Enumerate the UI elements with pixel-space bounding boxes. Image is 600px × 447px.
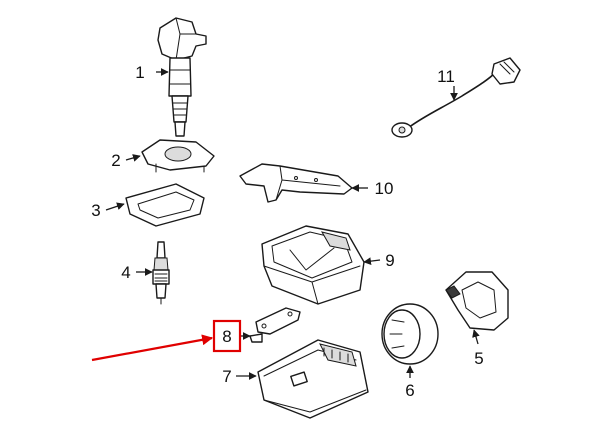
highlight-arrow: [91, 334, 214, 362]
small-bracket: [249, 307, 301, 343]
gasket: [125, 183, 205, 227]
callout-5: 5: [474, 349, 483, 368]
coil-plate: [141, 139, 215, 173]
ecu-module: [261, 225, 365, 305]
ignition-coil: [157, 17, 207, 137]
bracket: [239, 163, 353, 203]
callout-2: 2: [111, 151, 120, 170]
callout-10: 10: [375, 179, 394, 198]
spark-plug: [152, 241, 170, 305]
callout-6: 6: [405, 381, 414, 400]
callout-8: 8: [222, 327, 231, 346]
knock-sensor: [391, 57, 521, 138]
callout-7: 7: [222, 367, 231, 386]
mount-ring: [445, 271, 509, 331]
leader-lines: [105, 68, 480, 380]
callout-1: 1: [135, 63, 144, 82]
callout-4: 4: [121, 263, 130, 282]
control-unit: [257, 339, 369, 419]
highlight-box: [212, 319, 242, 353]
callout-3: 3: [91, 201, 100, 220]
callout-11: 11: [437, 67, 455, 86]
callout-9: 9: [385, 251, 394, 270]
round-sensor: [381, 303, 439, 365]
